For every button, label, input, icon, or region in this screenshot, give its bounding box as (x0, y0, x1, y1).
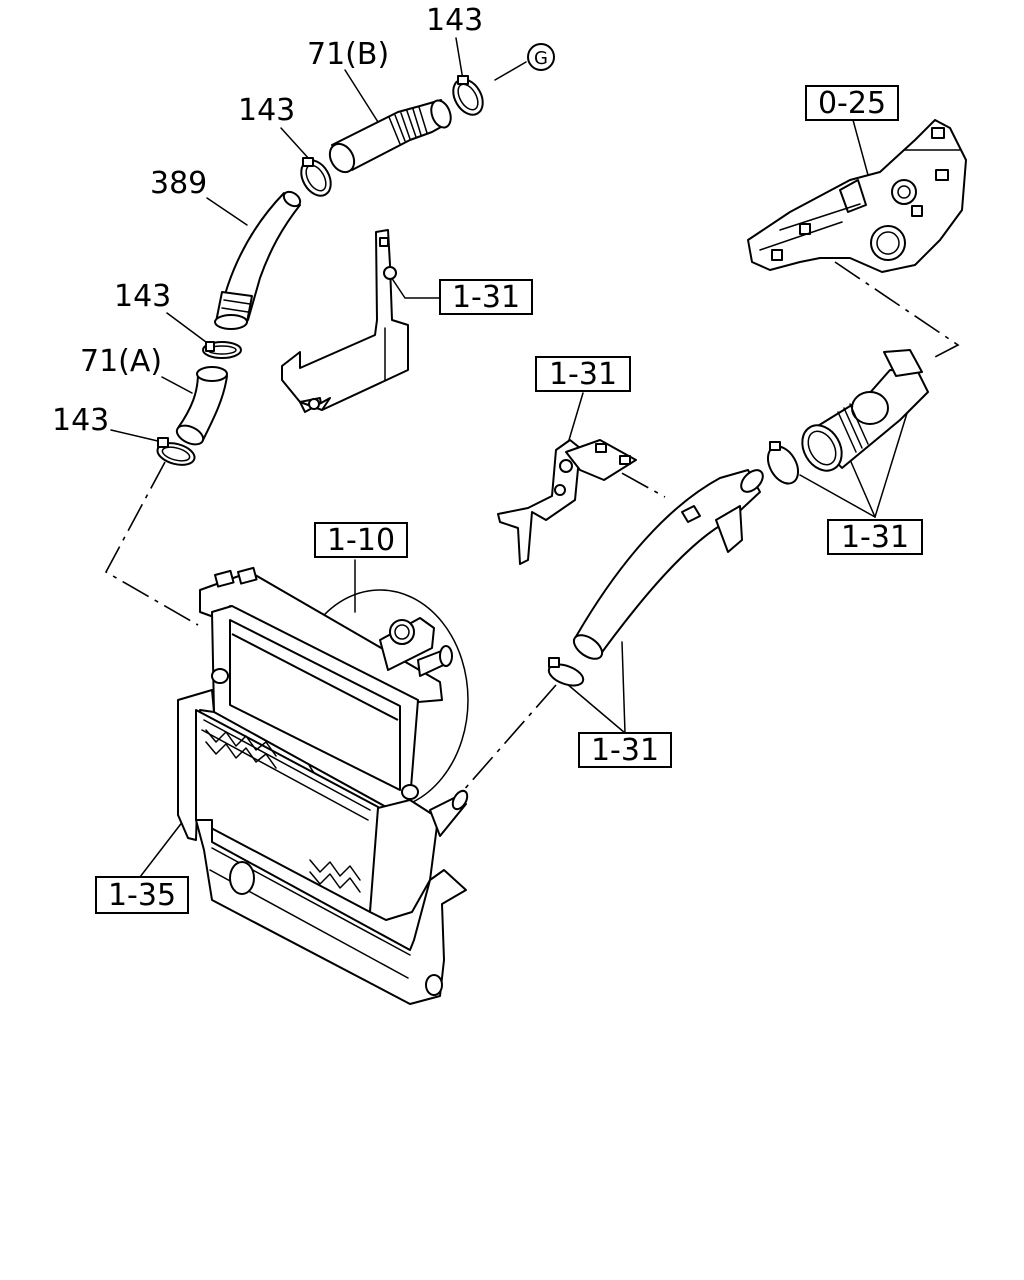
callout-389: 389 (150, 166, 207, 201)
hose-71a (175, 366, 228, 446)
intake-manifold (747, 119, 967, 273)
callout-1-35-label: 1-35 (108, 878, 176, 913)
callout-143-second: 143 (238, 93, 295, 128)
callout-1-31-upper-bracket: 1-31 (439, 279, 533, 315)
hose-clamp-upper-left (300, 157, 332, 197)
callout-1-35: 1-35 (95, 876, 189, 914)
assembly-flow-lines (104, 261, 960, 793)
callout-g-marker: G (527, 43, 555, 71)
callout-1-31-bottom: 1-31 (578, 732, 672, 768)
callout-1-10: 1-10 (314, 522, 408, 558)
hose-clamp-mid-pipe (766, 441, 800, 485)
callout-1-31-mid-bracket: 1-31 (535, 356, 631, 392)
upper-bracket (281, 229, 409, 413)
callout-0-25-label: 0-25 (818, 86, 886, 121)
callout-143-top: 143 (426, 3, 483, 38)
callout-1-31-mid-bracket-label: 1-31 (549, 357, 617, 392)
callout-143-third: 143 (114, 279, 171, 314)
pipe-389 (214, 190, 302, 330)
hose-clamp-lower-pipe (547, 657, 585, 687)
callout-1-31-upper-bracket-label: 1-31 (452, 280, 520, 315)
callout-71b: 71(B) (307, 37, 389, 72)
hose-clamp-top (452, 75, 484, 116)
callout-1-31-right-label: 1-31 (841, 520, 909, 555)
intake-hose-upper (801, 349, 929, 472)
radiator-assembly (177, 566, 469, 1005)
leader-lines (110, 37, 909, 878)
callout-71a: 71(A) (80, 344, 162, 379)
circle-g-icon (527, 43, 555, 71)
callout-labels: 143 71(B) G 143 389 143 71(A) 143 0-25 1… (52, 3, 923, 914)
callout-1-31-right: 1-31 (827, 519, 923, 555)
hose-71b (328, 99, 452, 174)
hose-clamp-lower-left (156, 437, 196, 466)
hose-clamp-mid-left (202, 341, 242, 359)
middle-bracket (497, 439, 637, 565)
callout-1-31-bottom-label: 1-31 (591, 733, 659, 768)
circle-g-label: G (534, 48, 548, 69)
callout-143-fourth: 143 (52, 403, 109, 438)
callout-1-10-label: 1-10 (327, 523, 395, 558)
callout-0-25: 0-25 (805, 85, 899, 121)
intercooler-pipe-lower (572, 469, 764, 660)
